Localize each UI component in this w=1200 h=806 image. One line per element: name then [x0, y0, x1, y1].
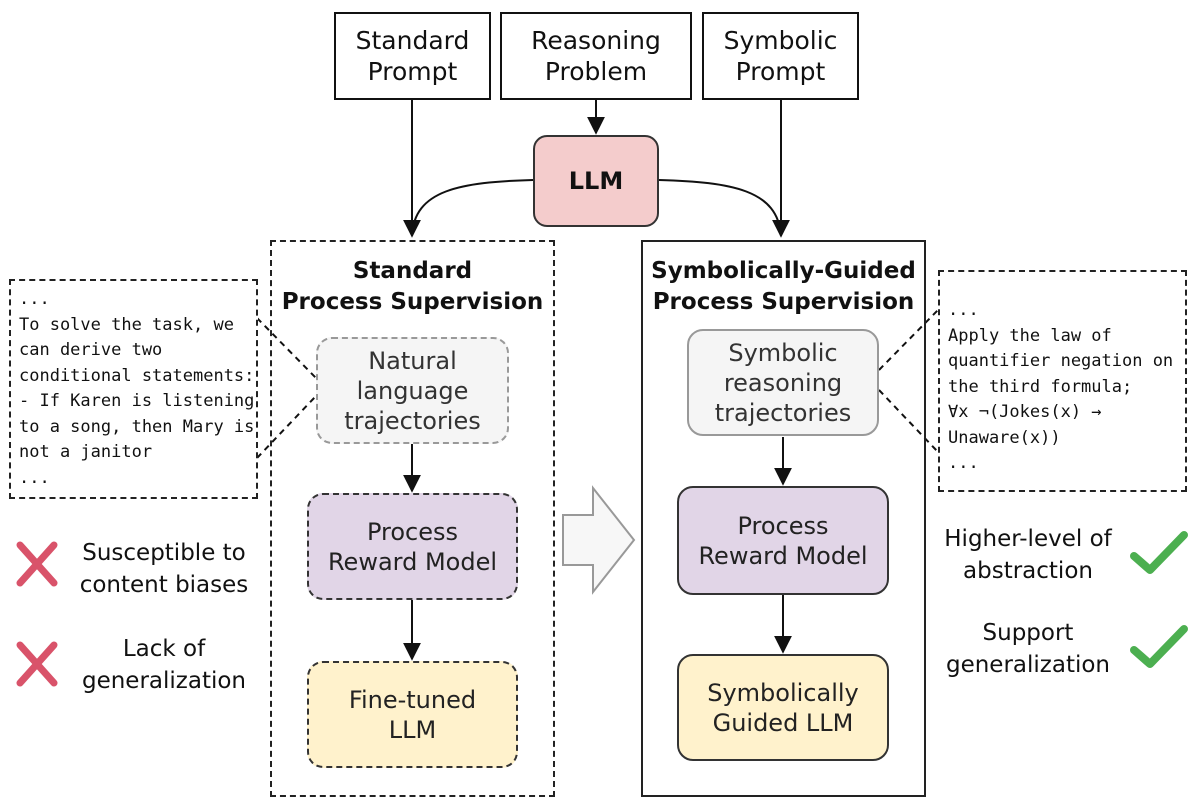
symbolically-guided-llm-box: Symbolically Guided LLM	[677, 654, 889, 761]
standard-process-reward-model-box: Process Reward Model	[307, 493, 518, 600]
arrow-llm-to-symbolic	[658, 179, 782, 237]
llm-box: LLM	[533, 135, 659, 227]
check-icon-2	[1130, 625, 1188, 668]
symbolic-example-note: ... Apply the law of quantifier negation…	[938, 270, 1187, 492]
fine-tuned-llm-box: Fine-tuned LLM	[307, 661, 518, 768]
symbolic-process-reward-model-box: Process Reward Model	[677, 486, 889, 595]
cross-icon-1	[16, 541, 58, 587]
drawback-lack-generalization: Lack of generalization	[81, 636, 247, 694]
arrow-llm-to-standard	[411, 179, 534, 237]
panel-title: Symbolically-Guided Process Supervision	[651, 258, 916, 316]
transition-arrow	[562, 485, 636, 595]
natural-language-trajectories-box: Natural language trajectories	[316, 337, 509, 444]
cross-icon-2	[16, 641, 58, 687]
benefit-higher-abstraction: Higher-level of abstraction	[944, 526, 1112, 584]
natural-language-example-note: ... To solve the task, we can derive two…	[9, 279, 258, 499]
check-icon-1	[1130, 531, 1188, 574]
benefit-support-generalization: Support generalization	[945, 620, 1111, 678]
drawback-content-biases: Susceptible to content biases	[79, 540, 249, 598]
panel-title: Standard Process Supervision	[281, 258, 544, 316]
standard-process-supervision-panel: Standard Process Supervision	[270, 240, 555, 797]
symbolic-reasoning-trajectories-box: Symbolic reasoning trajectories	[687, 329, 879, 436]
symbolically-guided-process-supervision-panel: Symbolically-Guided Process Supervision	[641, 240, 926, 797]
